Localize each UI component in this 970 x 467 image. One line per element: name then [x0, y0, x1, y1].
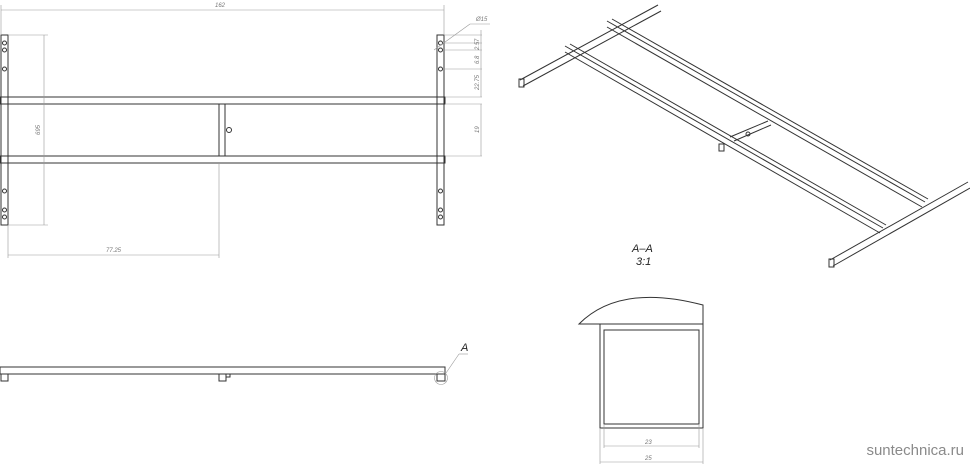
dim-d3: 6.8	[475, 55, 481, 64]
dim-d1: 7	[475, 38, 481, 42]
dim-inner-width: 23	[644, 440, 652, 446]
bottom-rail	[0, 155, 446, 164]
mounting-holes	[2, 40, 443, 220]
right-post	[436, 34, 445, 226]
front-view: 162 695 77.25 Ø15 7 2.5 6.8 22.75 19	[0, 3, 490, 258]
dimension-lines	[0, 5, 490, 258]
dim-center-offset: 77.25	[106, 248, 122, 254]
dim-outer-width: 25	[644, 456, 652, 462]
section-title: A–A	[631, 243, 653, 255]
dim-overall-width: 162	[215, 3, 226, 9]
dim-d4: 22.75	[475, 74, 481, 91]
top-rail	[0, 96, 446, 105]
dim-height: 695	[36, 124, 42, 135]
center-brace	[218, 103, 226, 157]
section-view: A–A 3:1 23 25	[577, 243, 704, 464]
bottom-view: A	[0, 342, 468, 385]
dim-hole-diameter: Ø15	[475, 17, 488, 23]
dim-d2: 2.5	[475, 41, 481, 51]
section-scale: 3:1	[636, 256, 651, 268]
section-marker: A	[460, 342, 468, 354]
watermark: suntechnica.ru	[866, 442, 964, 459]
isometric-view	[518, 4, 970, 268]
dim-d5: 19	[475, 126, 481, 133]
center-bolt-icon	[226, 127, 232, 133]
section-circle	[434, 371, 448, 385]
left-post	[0, 34, 9, 226]
